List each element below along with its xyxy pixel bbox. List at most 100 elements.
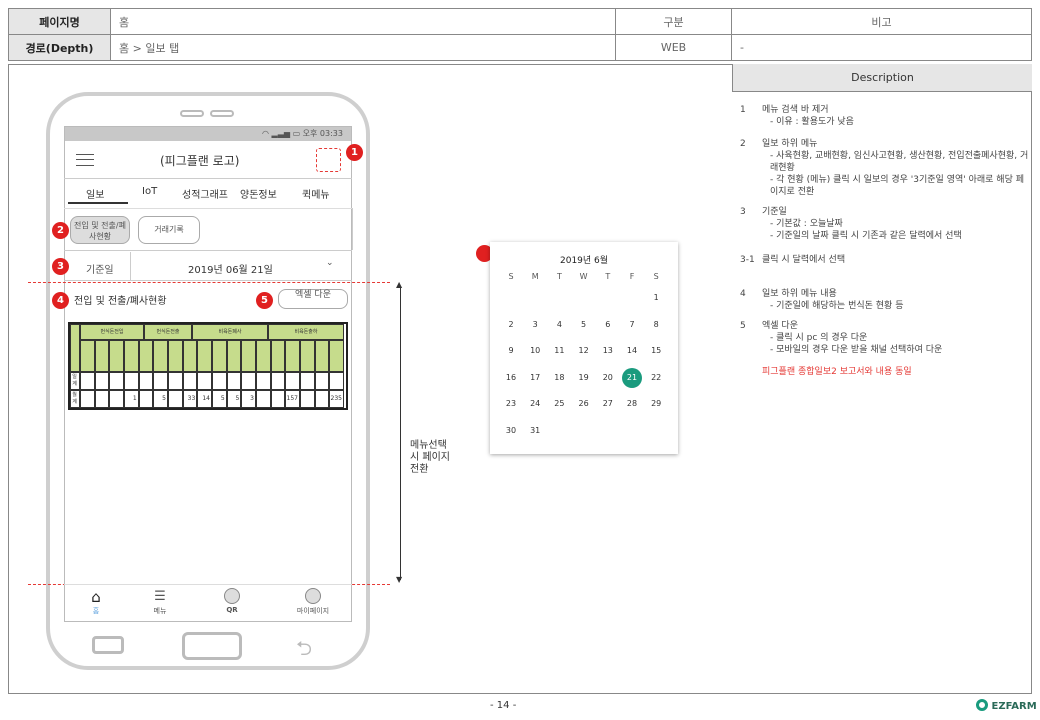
description-note: 피그플랜 종합일보2 보고서와 내용 동일 <box>762 367 912 377</box>
calendar-day[interactable]: 20 <box>602 372 613 382</box>
dashed-guide-top <box>28 282 390 283</box>
table-cell <box>226 372 242 390</box>
nav-home[interactable]: ⌂ 홈 <box>82 588 110 616</box>
calendar-day[interactable]: 14 <box>626 346 638 355</box>
search-placeholder-box[interactable] <box>316 148 341 172</box>
table-row-label: 월계 <box>70 390 80 408</box>
main-frame <box>8 64 1032 694</box>
table-sub-header <box>124 340 139 372</box>
calendar-day[interactable]: 6 <box>605 319 611 329</box>
table-cell <box>270 390 286 408</box>
profile-icon <box>305 588 321 604</box>
calendar-day[interactable]: 11 <box>554 346 565 355</box>
table-sub-header <box>109 340 124 372</box>
calendar-day[interactable]: 5 <box>581 319 587 329</box>
table-row-label: 일계 <box>70 372 80 390</box>
description-line: - 이유 : 활용도가 낮음 <box>770 117 854 127</box>
table-cell <box>109 390 124 408</box>
tab-quick-menu[interactable]: 퀵메뉴 <box>302 190 330 201</box>
page-number: - 14 - <box>490 700 517 711</box>
table-cell <box>314 390 330 408</box>
calendar-day[interactable]: 13 <box>602 346 613 355</box>
calendar-day[interactable]: 4 <box>556 319 562 329</box>
tab-pig-info[interactable]: 양돈정보 <box>240 190 277 201</box>
excel-download-button[interactable]: 엑셀 다운 <box>278 289 348 309</box>
calendar-day[interactable]: 30 <box>505 425 517 435</box>
divider <box>130 252 131 280</box>
calendar-day[interactable]: 2 <box>508 319 514 329</box>
table-sub-header <box>314 340 330 372</box>
table-cell: 157 <box>285 390 300 408</box>
calendar-day[interactable]: 24 <box>530 399 541 408</box>
divider <box>64 280 352 281</box>
calendar-day[interactable]: 8 <box>653 319 659 329</box>
date-label: 기준일 <box>86 265 114 276</box>
table-group-header: 비육돈폐사 <box>192 324 268 340</box>
nav-mypage[interactable]: 마이페이지 <box>290 588 336 616</box>
table-cell: 5 <box>226 390 242 408</box>
table-sub-header <box>153 340 168 372</box>
submenu-transfer-button[interactable]: 전입 및 전출/폐사현황 <box>70 216 130 244</box>
table-sub-header <box>226 340 242 372</box>
nav-menu[interactable]: ☰ 메뉴 <box>146 588 174 616</box>
calendar-day[interactable]: 3 <box>532 319 538 329</box>
arrow-line <box>400 286 401 580</box>
calendar-day[interactable]: 9 <box>508 346 514 355</box>
table-cell <box>285 372 300 390</box>
tab-iot[interactable]: IoT <box>142 186 158 197</box>
calendar-day[interactable]: 16 <box>505 372 517 382</box>
table-cell <box>153 372 168 390</box>
submenu-trade-button[interactable]: 거래기록 <box>138 216 200 244</box>
table-sub-header <box>168 340 183 372</box>
calendar-day[interactable]: 15 <box>651 346 662 355</box>
page-name-label: 페이지명 <box>8 8 111 35</box>
calendar-day[interactable]: 12 <box>578 346 589 355</box>
table-cell: 33 <box>182 390 198 408</box>
excel-download-label: 엑셀 다운 <box>295 290 331 300</box>
calendar-day[interactable]: 26 <box>578 399 589 408</box>
calendar-day[interactable]: 23 <box>505 399 517 408</box>
calendar-day[interactable]: 10 <box>530 346 541 355</box>
calendar-day[interactable]: 18 <box>554 372 565 382</box>
status-bar: ◠ ▂▃▅ ▭ 오후 03:33 <box>65 127 351 141</box>
table-cell: 14 <box>197 390 212 408</box>
calendar-day[interactable]: 19 <box>578 372 589 382</box>
calendar-day[interactable]: 31 <box>530 425 541 435</box>
table-cell <box>168 372 183 390</box>
calendar-day[interactable]: 22 <box>651 372 662 382</box>
annotation-text: 메뉴선택 시 페이지 전환 <box>410 440 450 475</box>
tab-graph[interactable]: 성적그래프 <box>182 190 228 201</box>
type-label: 구분 <box>615 8 732 35</box>
table-cell <box>168 390 183 408</box>
note-value: - <box>731 34 1032 61</box>
nav-home-label: 홈 <box>92 607 100 615</box>
brand-logo: EZFARM <box>976 699 1037 712</box>
table-cell <box>212 372 227 390</box>
nav-qr[interactable]: QR <box>218 588 246 614</box>
description-number: 5 <box>740 321 746 331</box>
calendar-day[interactable]: 27 <box>602 399 613 408</box>
table-cell: 5 <box>212 390 227 408</box>
hamburger-menu-icon[interactable] <box>76 154 94 166</box>
calendar-weekday: M <box>531 272 539 281</box>
tab-daily[interactable]: 일보 <box>86 190 105 201</box>
calendar-day[interactable]: 17 <box>530 372 541 382</box>
chevron-down-icon[interactable]: ⌄ <box>326 258 334 268</box>
calendar-day[interactable]: 7 <box>629 319 635 329</box>
table-sub-header <box>94 340 110 372</box>
calendar-day[interactable]: 25 <box>554 399 565 408</box>
calendar-day[interactable]: 21 <box>622 367 642 388</box>
table-sub-header <box>138 340 154 372</box>
menu-icon: ☰ <box>154 589 166 604</box>
table-sub-header <box>80 340 95 372</box>
calendar-day[interactable]: 28 <box>626 399 638 408</box>
date-picker-value[interactable]: 2019년 06월 21일 <box>188 265 273 276</box>
description-number: 3-1 <box>740 255 755 265</box>
table-sub-header <box>182 340 198 372</box>
calendar-day[interactable]: 1 <box>653 293 659 302</box>
calendar-day[interactable]: 29 <box>651 399 662 408</box>
